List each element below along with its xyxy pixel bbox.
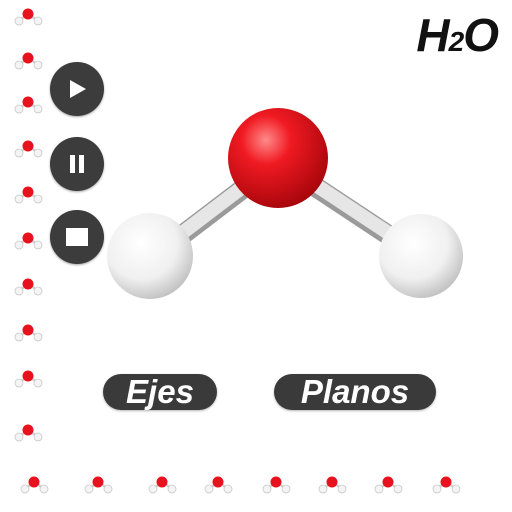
mini-water-molecule-icon xyxy=(14,186,43,204)
mini-water-molecule-icon xyxy=(14,232,43,250)
mini-water-molecule-icon xyxy=(148,476,177,494)
pause-icon xyxy=(70,155,84,173)
stop-icon xyxy=(66,228,88,246)
mini-water-molecule-icon xyxy=(14,140,43,158)
mini-water-molecule-icon xyxy=(432,476,461,494)
play-icon xyxy=(70,80,86,98)
pause-button[interactable] xyxy=(50,137,104,191)
mini-water-molecule-icon xyxy=(14,96,43,114)
stop-button[interactable] xyxy=(50,210,104,264)
mini-water-molecule-icon xyxy=(14,370,43,388)
formula-subscript: 2 xyxy=(448,26,465,57)
formula-h: H xyxy=(416,9,449,61)
mini-water-molecule-icon xyxy=(84,476,113,494)
mini-water-molecule-icon xyxy=(318,476,347,494)
mini-water-molecule-icon xyxy=(20,476,49,494)
mini-water-molecule-icon xyxy=(374,476,403,494)
formula-o: O xyxy=(463,9,499,61)
mini-water-molecule-icon xyxy=(204,476,233,494)
hydrogen-atom-right xyxy=(379,214,463,298)
ejes-button[interactable]: Ejes xyxy=(103,374,217,410)
mini-water-molecule-icon xyxy=(14,278,43,296)
mini-water-molecule-icon xyxy=(262,476,291,494)
formula-title: H2O xyxy=(416,9,499,61)
hydrogen-atom-left xyxy=(107,213,193,299)
play-button[interactable] xyxy=(50,62,104,116)
mini-water-molecule-icon xyxy=(14,424,43,442)
mini-water-molecule-icon xyxy=(14,52,43,70)
oxygen-atom xyxy=(228,108,328,208)
planos-button[interactable]: Planos xyxy=(274,374,436,410)
mini-water-molecule-icon xyxy=(14,8,43,26)
mini-water-molecule-icon xyxy=(14,324,43,342)
